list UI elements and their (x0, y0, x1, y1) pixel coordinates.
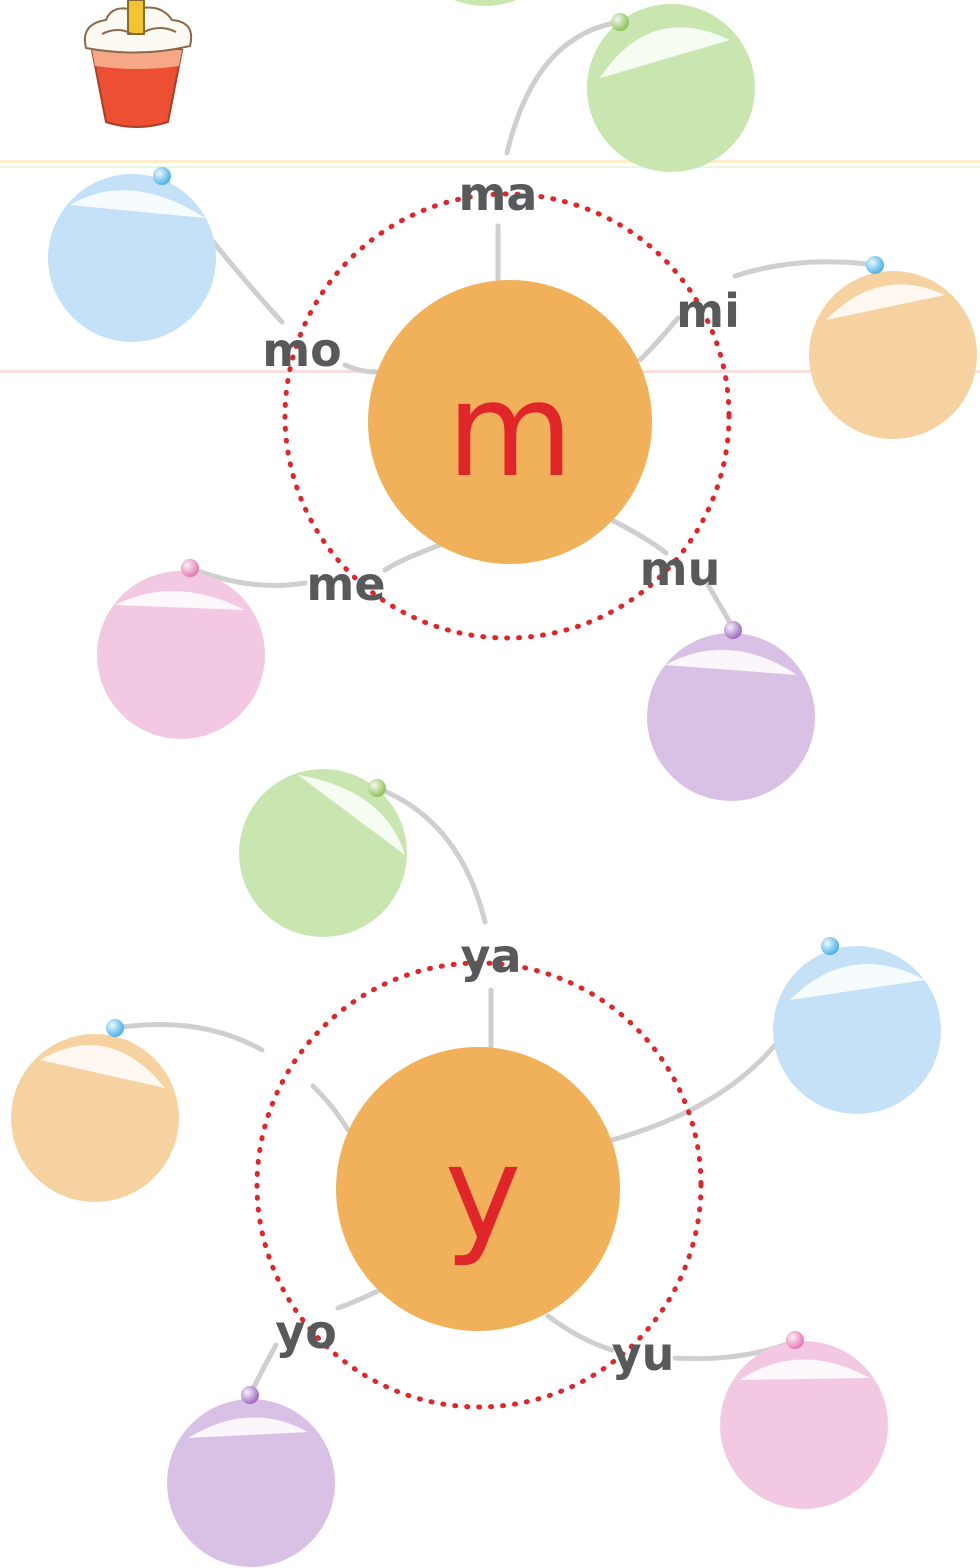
connector (545, 1313, 615, 1353)
dotted-ring (282, 191, 732, 641)
bubble-green-top (453, 0, 517, 6)
bubble-purple (167, 1386, 335, 1567)
syllable-me: me (306, 557, 385, 611)
center-letter-m: m (447, 354, 574, 506)
syllable-ma: ma (459, 167, 538, 221)
bubble-blue (48, 167, 216, 342)
center-circle-m (368, 280, 652, 564)
connector (374, 785, 488, 925)
connector (382, 542, 443, 573)
diagram-m: m ma mi mu me mo (48, 0, 977, 801)
connector (342, 362, 381, 375)
connector (732, 259, 878, 279)
connector (310, 1083, 351, 1133)
bubble-pink (97, 559, 265, 739)
bubble-purple (647, 621, 815, 801)
bubble-pink (720, 1331, 888, 1509)
cup-icon (84, 0, 193, 128)
syllable-yu: yu (612, 1327, 675, 1381)
bubble-blue (773, 937, 941, 1114)
bubble-orange (11, 1019, 179, 1202)
connector (637, 315, 681, 363)
connector (335, 1287, 383, 1311)
bubble-green (587, 4, 755, 172)
connector (609, 517, 669, 556)
syllable-mo: mo (262, 323, 342, 377)
bubble-green (239, 769, 407, 937)
dotted-ring (254, 960, 704, 1410)
connector (187, 565, 308, 588)
diagram-y: y ya yu yo (11, 769, 941, 1567)
center-letter-y: y (445, 1117, 522, 1269)
syllable-mu: mu (640, 542, 721, 596)
bubble-orange (809, 256, 977, 439)
syllable-yo: yo (275, 1305, 337, 1359)
syllable-ya: ya (460, 929, 521, 983)
connector (504, 19, 623, 156)
syllable-mi: mi (676, 284, 740, 338)
connector (609, 1042, 778, 1143)
center-circle-y (336, 1047, 620, 1331)
connector (112, 1022, 265, 1053)
